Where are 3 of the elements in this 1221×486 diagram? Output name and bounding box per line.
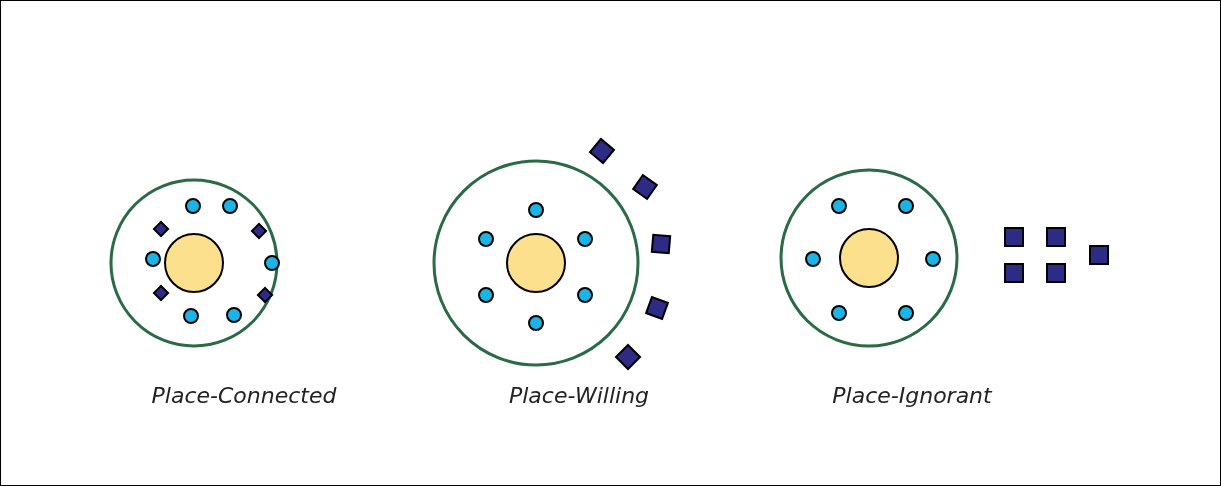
figure-caption: Place-Connected — [151, 383, 337, 408]
figure-caption: Place-Willing — [508, 383, 650, 408]
figure-caption: Place-Ignorant — [832, 383, 992, 408]
